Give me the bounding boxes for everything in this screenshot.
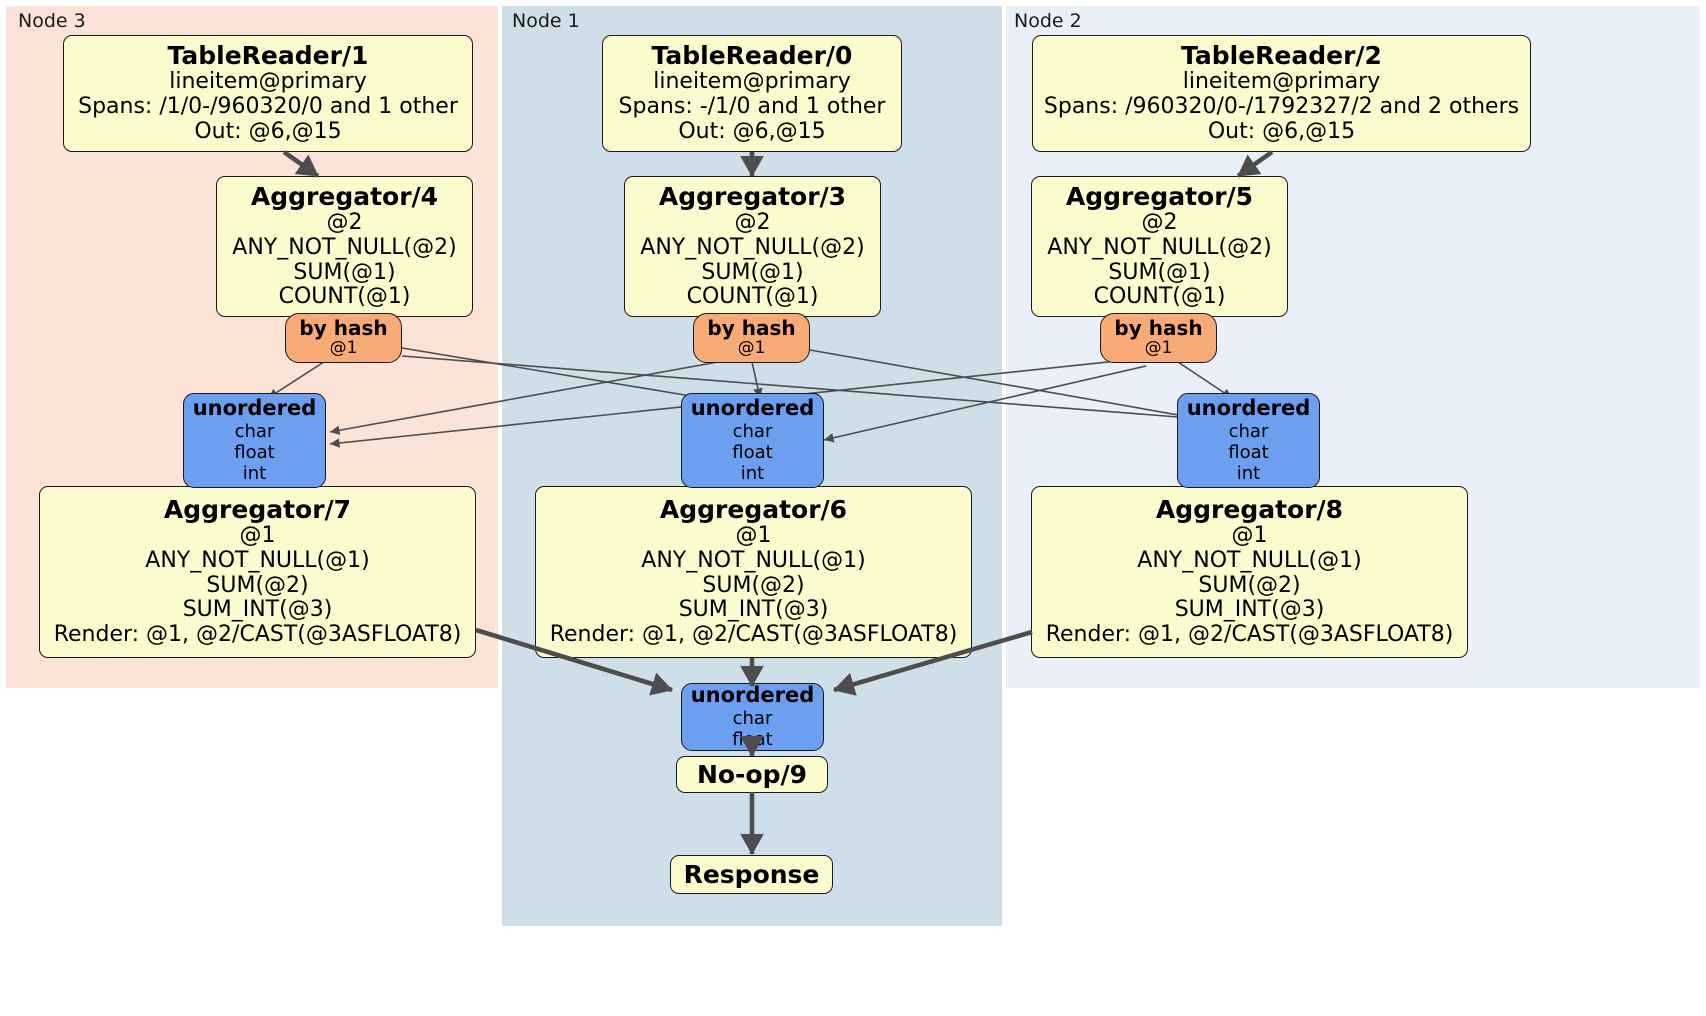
panel-label-node-3: Node 3 <box>18 10 86 32</box>
node-detail: @2 <box>734 209 771 235</box>
node-detail: Spans: /1/0-/960320/0 and 1 other <box>78 94 458 120</box>
node-detail: @1 <box>735 522 772 548</box>
sync-title: unordered <box>690 395 815 420</box>
node-detail: lineitem@primary <box>169 69 367 95</box>
node-title: TableReader/2 <box>1181 41 1382 71</box>
node-detail: SUM(@1) <box>701 259 804 285</box>
sync-type: float <box>732 728 773 750</box>
node-detail: ANY_NOT_NULL(@1) <box>641 547 866 573</box>
processor-table-reader-2[interactable]: TableReader/2 lineitem@primary Spans: /9… <box>1032 35 1531 152</box>
node-detail: Out: @6,@15 <box>1207 118 1356 144</box>
node-detail: @2 <box>326 209 363 235</box>
node-detail: SUM(@2) <box>206 572 309 598</box>
router-detail: @1 <box>1144 338 1173 359</box>
processor-noop-9[interactable]: No-op/9 <box>676 756 828 793</box>
node-title: TableReader/1 <box>167 41 369 71</box>
node-detail: Render: @1, @2/CAST(@3ASFLOAT8) <box>53 622 462 648</box>
node-title: Aggregator/3 <box>658 181 847 211</box>
sync-title: unordered <box>192 395 317 420</box>
node-detail: ANY_NOT_NULL(@1) <box>1137 547 1362 573</box>
sync-title: unordered <box>1186 395 1311 420</box>
node-title: No-op/9 <box>696 759 808 789</box>
node-detail: Out: @6,@15 <box>678 118 826 144</box>
sync-type: char <box>732 420 773 442</box>
node-detail: ANY_NOT_NULL(@2) <box>640 234 865 260</box>
synchronizer-unordered-node-1[interactable]: unordered char float int <box>681 393 824 488</box>
router-title: by hash <box>707 316 796 341</box>
node-title: Aggregator/8 <box>1155 494 1344 524</box>
node-title: Aggregator/4 <box>250 181 439 211</box>
panel-label-node-2: Node 2 <box>1014 10 1082 32</box>
sync-type: char <box>1228 420 1269 442</box>
sync-type: float <box>1228 441 1269 463</box>
node-detail: lineitem@primary <box>653 69 851 95</box>
node-detail: @1 <box>239 522 276 548</box>
node-detail: @1 <box>1231 522 1268 548</box>
router-detail: @1 <box>737 338 766 359</box>
node-detail: Spans: -/1/0 and 1 other <box>618 94 886 120</box>
processor-aggregator-7[interactable]: Aggregator/7 @1 ANY_NOT_NULL(@1) SUM(@2)… <box>39 486 476 658</box>
processor-aggregator-4[interactable]: Aggregator/4 @2 ANY_NOT_NULL(@2) SUM(@1)… <box>216 176 473 317</box>
sync-type: float <box>732 441 773 463</box>
node-detail: SUM_INT(@3) <box>1174 597 1325 623</box>
node-detail: COUNT(@1) <box>278 284 411 310</box>
node-title: Response <box>683 859 820 889</box>
node-detail: SUM_INT(@3) <box>678 597 829 623</box>
node-detail: SUM_INT(@3) <box>182 597 333 623</box>
node-detail: Render: @1, @2/CAST(@3ASFLOAT8) <box>1045 622 1454 648</box>
node-title: Aggregator/7 <box>163 494 352 524</box>
node-title: Aggregator/6 <box>659 494 848 524</box>
node-detail: SUM(@2) <box>702 572 805 598</box>
node-detail: COUNT(@1) <box>1093 284 1226 310</box>
sync-type: int <box>1236 463 1261 485</box>
node-detail: @2 <box>1141 209 1178 235</box>
router-by-hash-node-2[interactable]: by hash @1 <box>1100 313 1217 363</box>
node-detail: Render: @1, @2/CAST(@3ASFLOAT8) <box>549 622 958 648</box>
synchronizer-unordered-final[interactable]: unordered char float <box>681 683 824 751</box>
sync-title: unordered <box>690 682 815 707</box>
node-title: Aggregator/5 <box>1065 181 1254 211</box>
router-by-hash-node-3[interactable]: by hash @1 <box>285 313 402 363</box>
sync-type: float <box>234 441 275 463</box>
sync-type: int <box>242 463 267 485</box>
processor-aggregator-6[interactable]: Aggregator/6 @1 ANY_NOT_NULL(@1) SUM(@2)… <box>535 486 972 658</box>
node-detail: Spans: /960320/0-/1792327/2 and 2 others <box>1043 94 1520 120</box>
panel-label-node-1: Node 1 <box>512 10 580 32</box>
node-detail: SUM(@1) <box>1108 259 1211 285</box>
router-by-hash-node-1[interactable]: by hash @1 <box>693 313 810 363</box>
node-detail: ANY_NOT_NULL(@1) <box>145 547 370 573</box>
sync-type: int <box>740 463 765 485</box>
node-detail: COUNT(@1) <box>686 284 819 310</box>
node-detail: ANY_NOT_NULL(@2) <box>232 234 457 260</box>
node-detail: SUM(@1) <box>293 259 396 285</box>
sync-type: char <box>234 420 275 442</box>
node-detail: ANY_NOT_NULL(@2) <box>1047 234 1272 260</box>
sync-type: char <box>732 707 773 729</box>
processor-table-reader-0[interactable]: TableReader/0 lineitem@primary Spans: -/… <box>602 35 902 152</box>
node-detail: SUM(@2) <box>1198 572 1301 598</box>
processor-aggregator-5[interactable]: Aggregator/5 @2 ANY_NOT_NULL(@2) SUM(@1)… <box>1031 176 1288 317</box>
node-detail: Out: @6,@15 <box>194 118 342 144</box>
router-detail: @1 <box>329 338 358 359</box>
processor-aggregator-3[interactable]: Aggregator/3 @2 ANY_NOT_NULL(@2) SUM(@1)… <box>624 176 881 317</box>
synchronizer-unordered-node-2[interactable]: unordered char float int <box>1177 393 1320 488</box>
processor-table-reader-1[interactable]: TableReader/1 lineitem@primary Spans: /1… <box>63 35 473 152</box>
processor-response[interactable]: Response <box>670 855 833 894</box>
router-title: by hash <box>1114 316 1203 341</box>
node-title: TableReader/0 <box>651 41 853 71</box>
node-detail: lineitem@primary <box>1182 69 1381 95</box>
router-title: by hash <box>299 316 388 341</box>
synchronizer-unordered-node-3[interactable]: unordered char float int <box>183 393 326 488</box>
processor-aggregator-8[interactable]: Aggregator/8 @1 ANY_NOT_NULL(@1) SUM(@2)… <box>1031 486 1468 658</box>
